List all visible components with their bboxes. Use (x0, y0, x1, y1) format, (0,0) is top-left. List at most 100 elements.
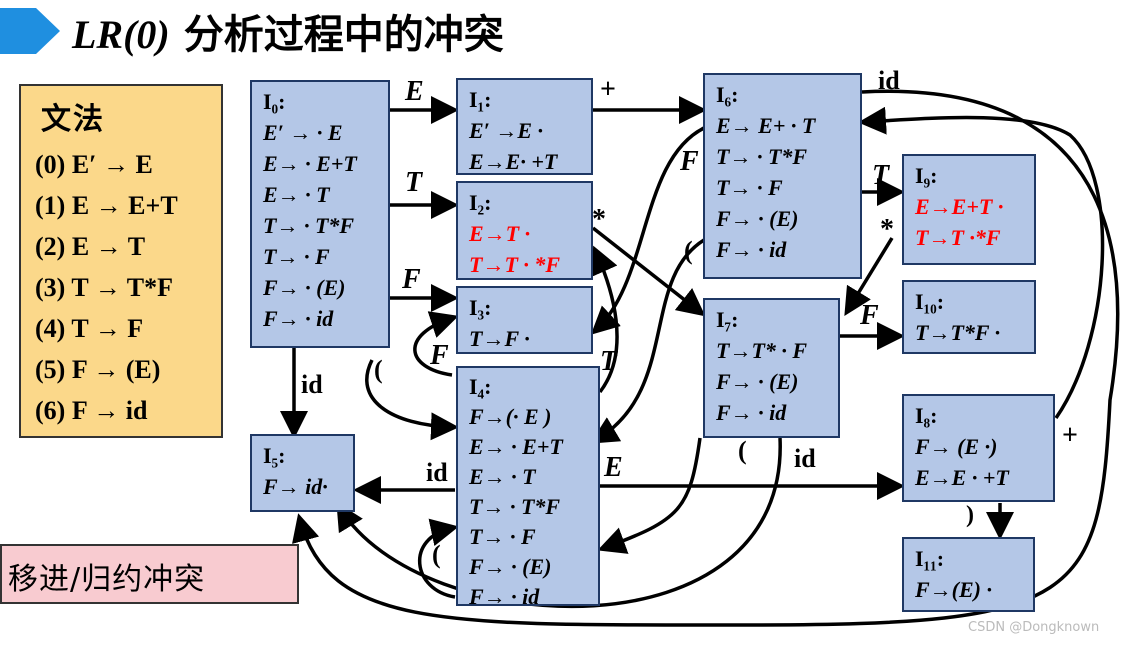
state-I5: I₅: F→ id· (250, 434, 355, 512)
page-title-lr: LR(0) (72, 12, 170, 57)
edge-I7-I4 (597, 437, 702, 554)
state-I2-name: I₂: (469, 190, 492, 215)
state-I9-conflict-item: T→T ·*F (915, 225, 1001, 250)
edge-label-I8-I11: ) (966, 502, 974, 528)
state-I8-name: I₈: (915, 403, 938, 428)
edge-label-I0-I4: ( (374, 355, 383, 384)
grammar-rule-3: (3) T → T*F (35, 273, 173, 302)
state-I11-item: F→(E) · (915, 577, 992, 602)
state-I11: I₁₁: F→(E) · (902, 537, 1035, 612)
state-I4-item: T→ · T*F (469, 494, 561, 519)
state-I9: I₉: E→E+T · T→T ·*F (902, 154, 1036, 265)
edge-label-I4-I4: ( (432, 540, 441, 569)
state-I4-item: F→ · id (469, 584, 540, 609)
state-I0-item: F→ · (E) (263, 275, 346, 300)
state-I4-item: E→ · T (469, 464, 536, 489)
state-I1-item: E→E· +T (469, 149, 558, 174)
edge-label-I9-I7: * (880, 214, 894, 245)
state-I0-item: F→ · id (263, 306, 334, 331)
state-I1: I₁: E′ →E · E→E· +T (456, 78, 593, 175)
state-I3-item: T→F · (469, 326, 530, 351)
state-I6-item: E→ E+ · T (716, 113, 816, 138)
conflict-label: 移进/归约冲突 (0, 544, 299, 604)
edge-label-I0-I5: id (301, 370, 323, 399)
state-I9-conflict-item: E→E+T · (915, 194, 1004, 219)
edge-label-I4-I8: E (604, 452, 623, 483)
state-I5-name: I₅: (263, 443, 286, 468)
state-I8-item: F→ (E ·) (915, 434, 998, 459)
edge-I6-I4 (589, 238, 705, 444)
state-I0-item: E→ · T (263, 182, 330, 207)
grammar-rule-0: (0) E′ → E (35, 150, 153, 179)
state-I6-item: F→ · id (716, 237, 787, 262)
edge-I8-I6 (858, 106, 1105, 419)
state-I1-name: I₁: (469, 87, 492, 112)
state-I4-name: I₄: (469, 374, 492, 399)
state-I6-item: F→ · (E) (716, 206, 799, 231)
edge-label-I0-I3: F (402, 264, 421, 295)
state-I4-item: F→(· E ) (469, 404, 552, 429)
state-I4-item: F→ · (E) (469, 554, 552, 579)
grammar-rule-2: (2) E → T (35, 232, 146, 261)
edge-label-I6-I3: F (680, 146, 699, 177)
state-I11-name: I₁₁: (915, 546, 945, 571)
edge-I4-I4 (417, 518, 459, 599)
edge-I6-I3 (590, 126, 705, 335)
state-I3: I₃: T→F · (456, 286, 593, 354)
edge-I0-I4 (365, 359, 459, 441)
edge-I9-I7 (844, 237, 894, 316)
edge-label-I4-I2: T (600, 346, 618, 377)
page-title-rest: 分析过程中的冲突 (169, 12, 504, 58)
state-I2: I₂: E→T · T→T · *F (456, 181, 593, 280)
page-title: LR(0) 分析过程中的冲突 (72, 2, 504, 60)
state-I4: I₄: F→(· E ) E→ · E+T E→ · T T→ · T*F T→… (456, 366, 600, 609)
state-I7-name: I₇: (716, 307, 739, 332)
state-I7-item: F→ · id (716, 400, 787, 425)
state-I3-name: I₃: (469, 295, 492, 320)
edge-label-I7-I5: id (794, 444, 816, 473)
state-I10-name: I₁₀: (915, 289, 945, 314)
edge-label-I0-I1: E (405, 76, 424, 107)
edge-label-I6-I9: T (872, 160, 890, 191)
edge-label-I6-I4: ( (684, 236, 693, 265)
state-I0-name: I₀: (263, 89, 286, 114)
edge-I4-I3 (413, 311, 459, 377)
state-I8-item: E→E · +T (915, 465, 1009, 490)
edge-I2-I7 (591, 226, 706, 317)
edge-label-I1-I6: + (600, 74, 616, 105)
edge-label-I4-I3: F (430, 340, 449, 371)
state-I4-item: T→ · F (469, 524, 536, 549)
state-I8: I₈: F→ (E ·) E→E · +T (902, 394, 1055, 502)
state-I1-item: E′ →E · (469, 118, 544, 143)
state-I0-item: E′ → · E (263, 120, 343, 145)
edge-label-I8-I6: + (1062, 420, 1078, 451)
edge-label-I6-I5: id (878, 66, 900, 95)
title-arrow-icon (0, 8, 60, 54)
edge-label-I4-I5: id (426, 458, 448, 487)
grammar-rule-1: (1) E → E+T (35, 191, 178, 220)
watermark: CSDN @Dongknown (968, 620, 1100, 635)
edge-I6-I5 (292, 89, 1120, 627)
state-I6-name: I₆: (716, 82, 739, 107)
state-I7-item: F→ · (E) (716, 369, 799, 394)
state-I6-item: T→ · F (716, 175, 783, 200)
grammar-rule-4: (4) T → F (35, 314, 144, 343)
state-I0-item: T→ · F (263, 244, 330, 269)
grammar-title: 文法 (41, 102, 105, 137)
state-I7-item: T→T* · F (716, 338, 808, 363)
edge-label-I2-I7: * (592, 204, 606, 235)
state-I5-item: F→ id· (263, 474, 328, 499)
state-I6-item: T→ · T*F (716, 144, 808, 169)
state-I0-item: E→ · E+T (263, 151, 357, 176)
edge-label-I0-I2: T (405, 167, 423, 198)
grammar-rule-6: (6) F → id (35, 396, 148, 425)
grammar-box: 文法 (0) E′ → E (1) E → E+T (2) E → T (3) … (19, 84, 223, 438)
grammar-rule-5: (5) F → (E) (35, 355, 161, 384)
state-I4-item: E→ · E+T (469, 434, 563, 459)
state-I7: I₇: T→T* · F F→ · (E) F→ · id (703, 298, 840, 438)
state-I0-item: T→ · T*F (263, 213, 355, 238)
state-I10-item: T→T*F · (915, 320, 1001, 345)
edge-label-I7-I10: F (860, 300, 879, 331)
state-I9-name: I₉: (915, 163, 938, 188)
state-I6: I₆: E→ E+ · T T→ · T*F T→ · F F→ · (E) F… (703, 73, 862, 279)
